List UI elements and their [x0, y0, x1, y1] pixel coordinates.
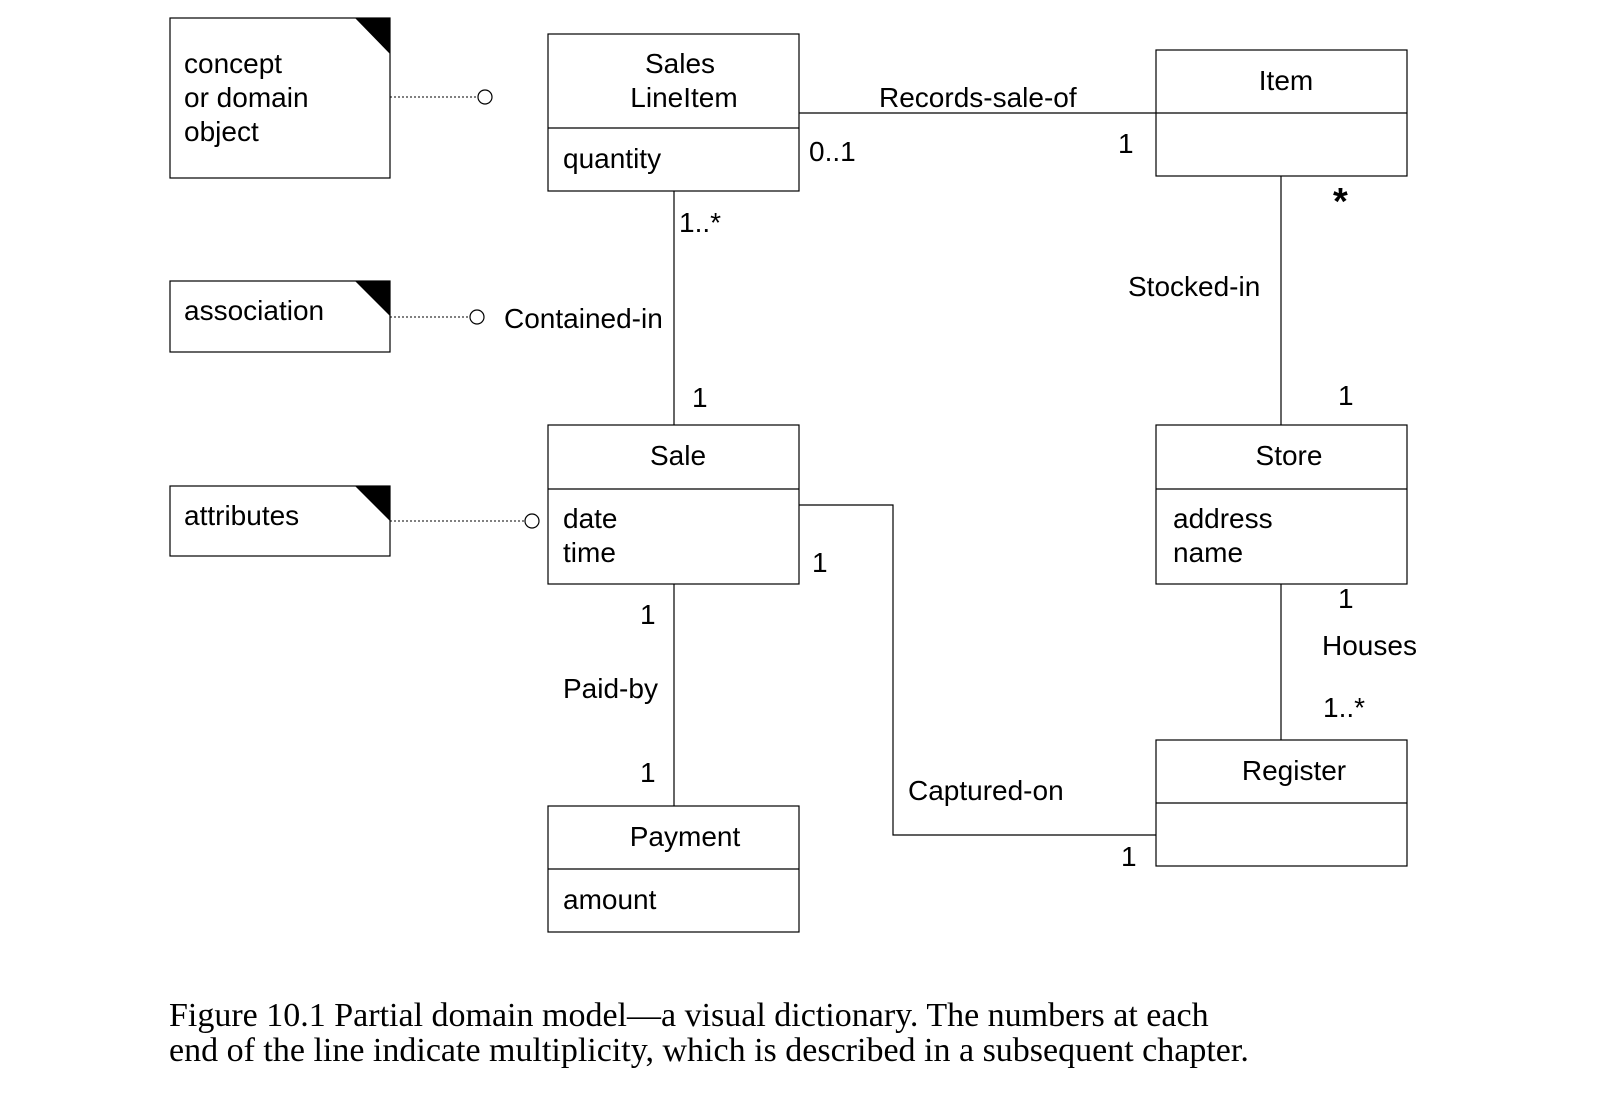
class-sale-name: Sale	[650, 440, 706, 471]
assoc-captured-on-label: Captured-on	[908, 775, 1064, 806]
class-store-attr-address: address	[1173, 503, 1273, 534]
note-concept-line3: object	[184, 116, 259, 147]
assoc-stocked-in-label: Stocked-in	[1128, 271, 1260, 302]
note-attributes-anchor-icon	[524, 513, 540, 529]
class-item-name: Item	[1259, 65, 1313, 96]
mult-contained-in-sales-line-item: 1..*	[679, 207, 721, 238]
note-attributes-label: attributes	[184, 500, 299, 531]
class-register-name: Register	[1242, 755, 1346, 786]
class-item: Item	[1155, 49, 1408, 177]
note-concept: concept or domain object	[169, 17, 391, 179]
class-payment: Payment amount	[547, 805, 800, 933]
class-sale: Sale date time	[547, 424, 800, 585]
assoc-paid-by-label: Paid-by	[563, 673, 658, 704]
class-sale-attr-date: date	[563, 503, 618, 534]
assoc-records-sale-of-label: Records-sale-of	[879, 82, 1077, 113]
mult-contained-in-sale: 1	[692, 382, 708, 413]
mult-houses-register: 1..*	[1323, 692, 1365, 723]
assoc-houses-label: Houses	[1322, 630, 1417, 661]
note-association-label: association	[184, 295, 324, 326]
assoc-captured-on-line	[799, 504, 1156, 836]
note-concept-line2: or domain	[184, 82, 309, 113]
note-concept-anchor-icon	[477, 89, 493, 105]
mult-paid-by-sale: 1	[640, 599, 656, 630]
class-store-name: Store	[1256, 440, 1323, 471]
note-attributes: attributes	[169, 485, 391, 557]
class-sales-line-item: Sales LineItem quantity	[547, 33, 800, 192]
mult-paid-by-payment: 1	[640, 757, 656, 788]
class-sale-attr-time: time	[563, 537, 616, 568]
class-sales-line-item-attr-quantity: quantity	[563, 143, 661, 174]
class-store: Store address name	[1155, 424, 1408, 585]
class-sales-line-item-name-line2: LineItem	[630, 82, 737, 113]
mult-stocked-in-item: *	[1333, 181, 1348, 223]
mult-houses-store: 1	[1338, 583, 1354, 614]
mult-captured-on-sale: 1	[812, 547, 828, 578]
mult-captured-on-register: 1	[1121, 841, 1137, 872]
class-payment-attr-amount: amount	[563, 884, 657, 915]
class-store-attr-name: name	[1173, 537, 1243, 568]
note-association-anchor-icon	[469, 309, 485, 325]
assoc-contained-in-label: Contained-in	[504, 303, 663, 334]
mult-stocked-in-store: 1	[1338, 380, 1354, 411]
class-sales-line-item-name-line1: Sales	[645, 48, 715, 79]
class-payment-name: Payment	[630, 821, 741, 852]
mult-records-sale-of-item: 1	[1118, 128, 1134, 159]
class-register: Register	[1155, 739, 1408, 867]
figure-caption-line1: Figure 10.1 Partial domain model—a visua…	[169, 997, 1209, 1034]
mult-records-sale-of-sales-line-item: 0..1	[809, 136, 856, 167]
note-association: association	[169, 280, 391, 353]
note-concept-line1: concept	[184, 48, 282, 79]
figure-caption-line2: end of the line indicate multiplicity, w…	[169, 1032, 1249, 1069]
